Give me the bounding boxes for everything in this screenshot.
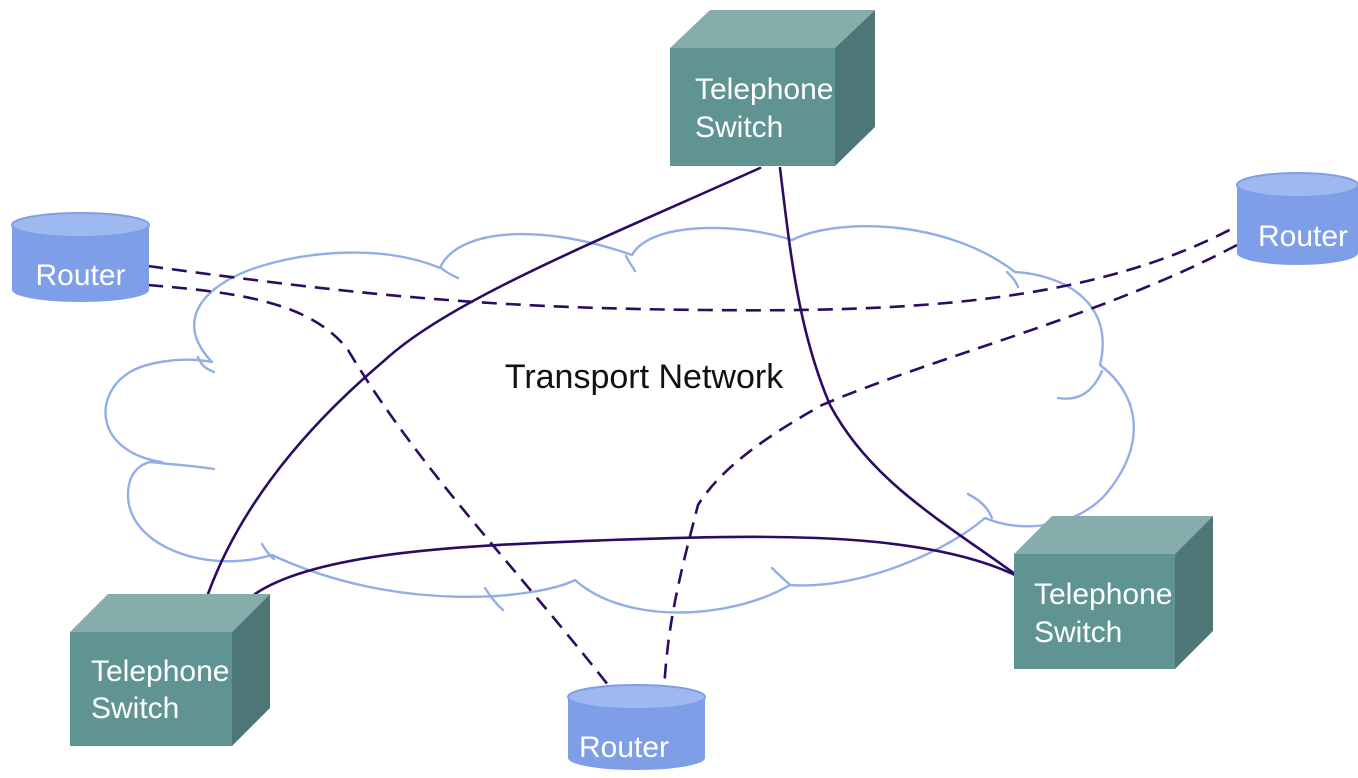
router-bottom	[12, 278, 149, 302]
cloud-fill-lobe-top	[595, 180, 845, 330]
switch-label-line-2: Switch	[91, 692, 179, 725]
switch-label-line-1: Telephone	[695, 73, 833, 106]
router-right: Router	[1236, 172, 1358, 265]
telephone-switch-top: Telephone Switch	[670, 10, 875, 166]
router-top	[1237, 173, 1358, 197]
cloud-inner-arc-bottom	[770, 566, 792, 587]
network-links	[147, 166, 1238, 691]
solid-link-top-switch-to-right-switch	[778, 166, 1017, 576]
cloud-inner-arc-top-left	[439, 266, 460, 280]
router-bottom	[568, 746, 705, 770]
switch-top-face	[70, 594, 270, 632]
cloud-fill-group	[30, 180, 1160, 701]
switch-side-face	[835, 10, 875, 166]
telephone-switch-right: Telephone Switch	[1014, 516, 1213, 669]
switch-front-face	[1014, 554, 1175, 669]
switch-top-face	[1014, 516, 1213, 554]
transport-network-cloud: Transport Network	[30, 180, 1160, 701]
switch-front-face	[70, 632, 232, 746]
switch-top-face	[670, 10, 875, 48]
cloud-inner-arc-right-lower	[1056, 369, 1104, 400]
router-top-rim	[11, 212, 150, 238]
router-top-rim	[567, 684, 706, 710]
dashed-link-right-router-to-bottom-router	[662, 243, 1238, 691]
router-top	[568, 685, 705, 709]
cloud-inner-arc-right-upper	[1005, 270, 1020, 289]
switch-label-line-1: Telephone	[1034, 578, 1172, 611]
switch-side-face	[232, 594, 270, 746]
cloud-inner-arc-left-lower	[260, 542, 276, 561]
switch-side-face	[1175, 516, 1213, 669]
router-left: Router	[11, 212, 150, 302]
switch-label-line-2: Switch	[1034, 616, 1122, 649]
switch-front-face	[670, 48, 835, 166]
router-top	[12, 213, 149, 237]
switch-label-line-1: Telephone	[91, 655, 229, 688]
router-label: Router	[579, 731, 669, 764]
router-label: Router	[35, 259, 125, 292]
cloud-inner-arc-top	[624, 254, 637, 273]
router-bottom	[1237, 241, 1358, 265]
cloud-fill-lobe-top-left	[425, 183, 665, 327]
dashed-link-left-router-to-right-router	[147, 224, 1238, 312]
telephone-switch-left: Telephone Switch	[70, 594, 270, 746]
router-label: Router	[1258, 220, 1348, 253]
cloud-inner-arc-left	[148, 460, 216, 471]
solid-link-top-switch-to-left-switch	[206, 166, 762, 596]
router-top-rim	[1236, 172, 1358, 198]
cloud-inner-arc-bottom-right	[966, 492, 994, 520]
solid-link-left-switch-to-right-switch	[253, 535, 1017, 596]
cloud-inner-arc-left-upper	[196, 355, 216, 374]
router-bottom: Router	[567, 684, 706, 770]
cloud-inner-arc-bottom-left	[483, 586, 505, 612]
cloud-label: Transport Network	[505, 358, 784, 396]
switch-label-line-2: Switch	[695, 111, 783, 144]
dashed-link-left-router-to-bottom-router	[147, 283, 614, 691]
